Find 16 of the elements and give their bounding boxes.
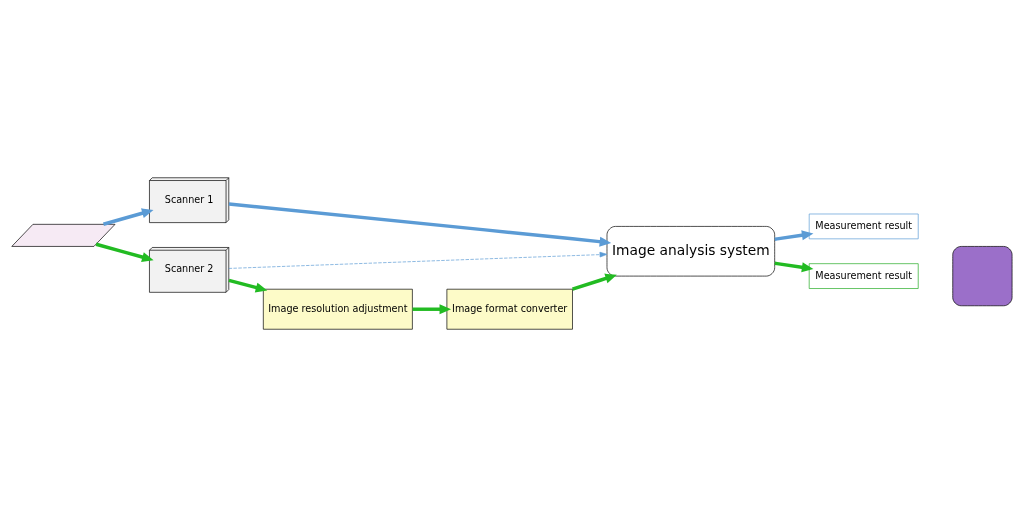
- arrow: [774, 261, 814, 272]
- arrow: [774, 229, 814, 241]
- arrow: [228, 251, 608, 269]
- arrow: [103, 207, 154, 226]
- node-parallelogram: [11, 223, 116, 247]
- arrow: [95, 242, 154, 262]
- node-box: Measurement result: [808, 213, 919, 239]
- node-box: Image format converter: [446, 288, 573, 330]
- arrow: [412, 303, 452, 314]
- node-box: Image analysis system: [606, 225, 776, 276]
- node-person: [952, 245, 1013, 306]
- arrow: [228, 278, 268, 292]
- node-box: Measurement result: [808, 262, 919, 289]
- node-box: Image resolution adjustment: [262, 288, 413, 330]
- arrow: [571, 273, 617, 291]
- arrow: [228, 201, 612, 247]
